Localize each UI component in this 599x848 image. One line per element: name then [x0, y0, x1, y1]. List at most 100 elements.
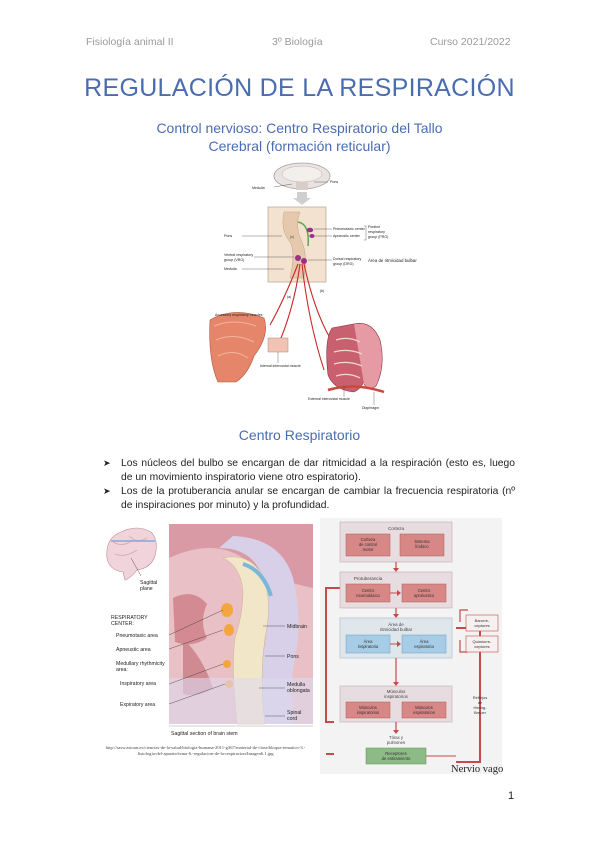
- header-term: Curso 2021/2022: [430, 36, 511, 48]
- image-citation: http://sasw.astoan.es/ciencias-de-la-sal…: [105, 745, 306, 757]
- label-medulla-left: Medulla: [224, 267, 237, 271]
- label-pons: Pons: [287, 654, 299, 660]
- label-cortex-b2: límbico: [415, 544, 429, 549]
- label-baro-2: ceptores: [474, 623, 489, 628]
- label-torax-2: pulmones: [387, 740, 405, 745]
- label-spinal-2: cord: [287, 716, 297, 722]
- label-drg-2: group (DRG): [333, 262, 354, 266]
- label-apneu-1: Centro: [418, 588, 431, 593]
- chemoreceptors-box: [465, 635, 499, 653]
- label-cortex-a3: motor: [363, 547, 374, 552]
- lungs-illustration: [326, 323, 385, 394]
- label-musc-1: Músculos: [387, 689, 406, 694]
- subtitle-line-1: Control nervioso: Centro Respiratorio de…: [156, 120, 443, 136]
- bullet-text-2: Los de la protuberancia anular se encarg…: [121, 486, 515, 511]
- label-torax-1: Tórax y: [389, 735, 404, 740]
- label-pontine-3: group (PRG): [368, 235, 388, 239]
- page-number: 1: [508, 790, 515, 802]
- label-expiratory-area: Expiratory area: [120, 702, 155, 708]
- label-external: External intercostal muscle: [308, 397, 350, 401]
- label-recep-2: de estiramiento: [382, 756, 411, 761]
- svg-text:(c): (c): [290, 235, 294, 239]
- label-pneumotaxic-area: Pneumotaxic area: [116, 633, 158, 639]
- label-apneustic: Apneustic center: [333, 234, 361, 238]
- label-quimio-2: ceptores: [474, 644, 489, 649]
- label-area-bulbar: Área de ritmicidad bulbar: [368, 258, 417, 263]
- label-vrg-1: Ventral respiratory: [224, 253, 253, 257]
- arrow-bullet-icon: ➤: [103, 486, 111, 496]
- label-me-2: espiratorios: [413, 710, 435, 715]
- brain-illustration: [273, 162, 331, 190]
- neck-muscle-illustration: [209, 312, 266, 383]
- label-hering-3: Hering-: [473, 705, 487, 710]
- page-title: REGULACIÓN DE LA RESPIRACIÓN: [84, 74, 515, 102]
- label-respiratory-2: CENTER:: [111, 621, 134, 627]
- label-b: (b): [320, 289, 324, 293]
- label-hering-1: Reflejos: [473, 695, 487, 700]
- label-medulla-2: oblongata: [287, 688, 310, 694]
- subtitle-line-2: Cerebral (formación reticular): [208, 138, 391, 154]
- label-hering-4: Breuer: [474, 710, 487, 715]
- bullet-item-1: ➤ Los núcleos del bulbo se encargan de d…: [103, 457, 515, 484]
- apneustic-box: [401, 583, 447, 603]
- baroreceptors-box: [465, 614, 499, 632]
- label-mi-1: Músculos: [359, 705, 377, 710]
- subtitle: Control nervioso: Centro Respiratorio de…: [0, 119, 599, 155]
- label-baro-1: Barorre-: [475, 618, 490, 623]
- respiratory-flow-diagram: Corteza Corteza de control motor Sistema…: [320, 518, 502, 774]
- brainstem-sagittal-figure: Sagittal plane RESPIRATORY CENTER: Pneum…: [106, 524, 313, 737]
- label-pontine-2: respiratory: [368, 230, 385, 234]
- label-cortex-b1: Sistema: [414, 539, 430, 544]
- label-inspiratory-area: Inspiratory area: [120, 681, 156, 687]
- label-musc-2: inspiratorios: [384, 694, 408, 699]
- label-pontine-1: Pontine: [368, 225, 380, 229]
- label-accessory: Accessory respiratory muscles: [215, 313, 263, 317]
- label-a: (a): [287, 295, 291, 299]
- limbic-box: [399, 533, 445, 557]
- label-respiratory-1: RESPIRATORY: [111, 615, 148, 621]
- label-neumo-1: Centro: [362, 588, 375, 593]
- label-insp-1: Área: [364, 639, 374, 644]
- label-medullary-2: area:: [116, 667, 128, 673]
- label-recep-1: Receptores: [385, 751, 406, 756]
- label-cortex-a1: Corteza: [361, 537, 376, 542]
- section-title: Centro Respiratorio: [238, 427, 361, 443]
- label-esp-1: Área: [420, 639, 430, 644]
- label-hering-2: de: [478, 700, 483, 705]
- label-pons-left: Pons: [224, 234, 232, 238]
- label-diaphragm: Diaphragm: [362, 406, 379, 410]
- label-sagittal-1: Sagittal: [140, 580, 157, 586]
- label-protuberancia: Protuberancia: [354, 576, 383, 581]
- label-neumo-2: neumotáxico: [356, 593, 380, 598]
- arrow-bullet-icon: ➤: [103, 458, 111, 468]
- label-apneu-2: apnéustico: [414, 593, 435, 598]
- expiratory-area-box: [401, 634, 447, 654]
- label-spinal-1: Spinal: [287, 710, 301, 716]
- header-year: 3º Biología: [272, 36, 323, 48]
- label-me-1: Músculos: [415, 705, 433, 710]
- respiratory-control-figure: Medulla Pons (c) Pneumotaxic center Apne…: [209, 162, 417, 410]
- inspiratory-muscles-box: [345, 701, 391, 719]
- label-medulla-top: Medulla: [252, 186, 265, 190]
- label-midbrain: Midbrain: [287, 624, 307, 630]
- motor-cortex-box: [345, 533, 391, 557]
- label-pneumotaxic: Pneumotaxic center: [333, 227, 366, 231]
- label-cortex: Corteza: [388, 526, 405, 531]
- label-sagittal-2: plane: [140, 586, 153, 592]
- figure-caption: Sagittal section of brain stem: [171, 731, 238, 737]
- label-medulla-1: Medulla: [287, 682, 305, 688]
- header-course: Fisiología animal II: [86, 36, 174, 48]
- bullet-item-2: ➤ Los de la protuberancia anular se enca…: [103, 485, 515, 512]
- label-area-1: Área de: [388, 622, 404, 627]
- label-insp-2: inspiratoria: [358, 644, 379, 649]
- label-medullary-1: Medullary rhythmicity: [116, 661, 165, 667]
- label-cortex-a2: de control: [359, 542, 377, 547]
- vagus-nerve-label: Nervio vago: [451, 764, 504, 775]
- label-vrg-2: group (VRG): [224, 258, 244, 262]
- expiratory-muscles-box: [401, 701, 447, 719]
- label-esp-2: espiratoria: [414, 644, 434, 649]
- label-area-2: ritmicidad bulbar: [380, 627, 413, 632]
- label-pons-top: Pons: [330, 180, 338, 184]
- bullet-text-1: Los núcleos del bulbo se encargan de dar…: [121, 458, 515, 483]
- label-apneustic-area: Apneustic area: [116, 647, 151, 653]
